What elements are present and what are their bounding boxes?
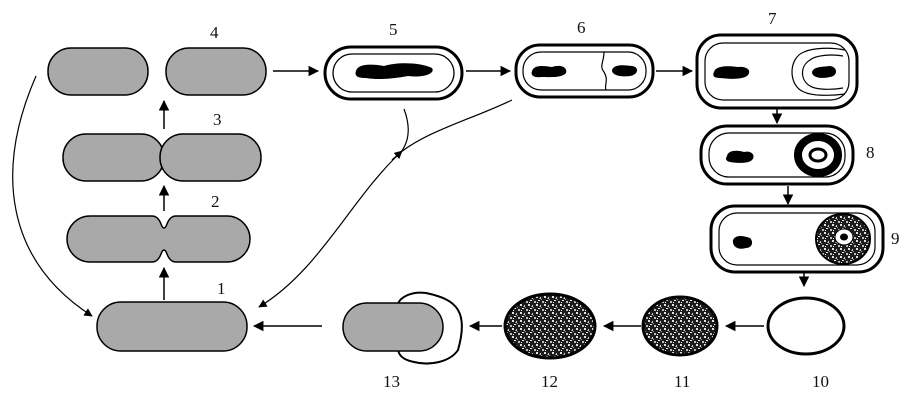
cell-stage-7-inner — [704, 42, 850, 101]
label-12: 12 — [541, 372, 558, 391]
nucleoid-7a — [713, 66, 750, 79]
cell-stage-13 — [342, 302, 444, 352]
cell-stage-2 — [66, 215, 251, 263]
nucleoid-6a — [531, 65, 567, 78]
arrow-4-to-1 — [12, 75, 93, 317]
forespore-7-inner — [801, 54, 844, 90]
forespore-8-ring — [794, 133, 842, 177]
forespore-7-outer — [791, 47, 846, 96]
label-5: 5 — [389, 20, 398, 39]
septum-6 — [601, 51, 607, 91]
nucleoid-9 — [732, 236, 753, 249]
cell-stage-10 — [766, 296, 846, 356]
arrow-merge-to-1 — [258, 151, 402, 308]
arrow-6-branch — [400, 99, 513, 153]
nucleoid-8 — [726, 150, 754, 163]
nucleoid-5 — [355, 63, 433, 80]
spore-stage-12 — [503, 292, 597, 360]
nucleoid-6b — [612, 65, 638, 77]
cell-stage-3-right — [159, 133, 262, 182]
cell-stage-8-inner — [708, 132, 846, 178]
spore-9-core — [840, 233, 848, 241]
label-3: 3 — [213, 110, 222, 129]
cell-stage-6-inner — [522, 51, 647, 91]
label-8: 8 — [866, 143, 875, 162]
arrow-5-branch — [400, 108, 409, 153]
forespore-8-core — [808, 147, 828, 163]
label-10: 10 — [812, 372, 829, 391]
spore-stage-11 — [641, 295, 719, 357]
cell-stage-3-left — [62, 133, 165, 182]
label-7: 7 — [768, 9, 777, 28]
label-9: 9 — [891, 229, 900, 248]
label-11: 11 — [674, 372, 690, 391]
label-2: 2 — [211, 192, 220, 211]
label-1: 1 — [217, 279, 226, 298]
arrow-merge-head — [391, 150, 403, 161]
label-4: 4 — [210, 23, 219, 42]
label-13: 13 — [383, 372, 400, 391]
cell-stage-1 — [96, 301, 248, 352]
nucleoid-7b — [812, 66, 836, 78]
cell-stage-4-right — [165, 47, 267, 96]
cell-stage-4-left — [47, 47, 149, 96]
label-6: 6 — [577, 18, 586, 37]
